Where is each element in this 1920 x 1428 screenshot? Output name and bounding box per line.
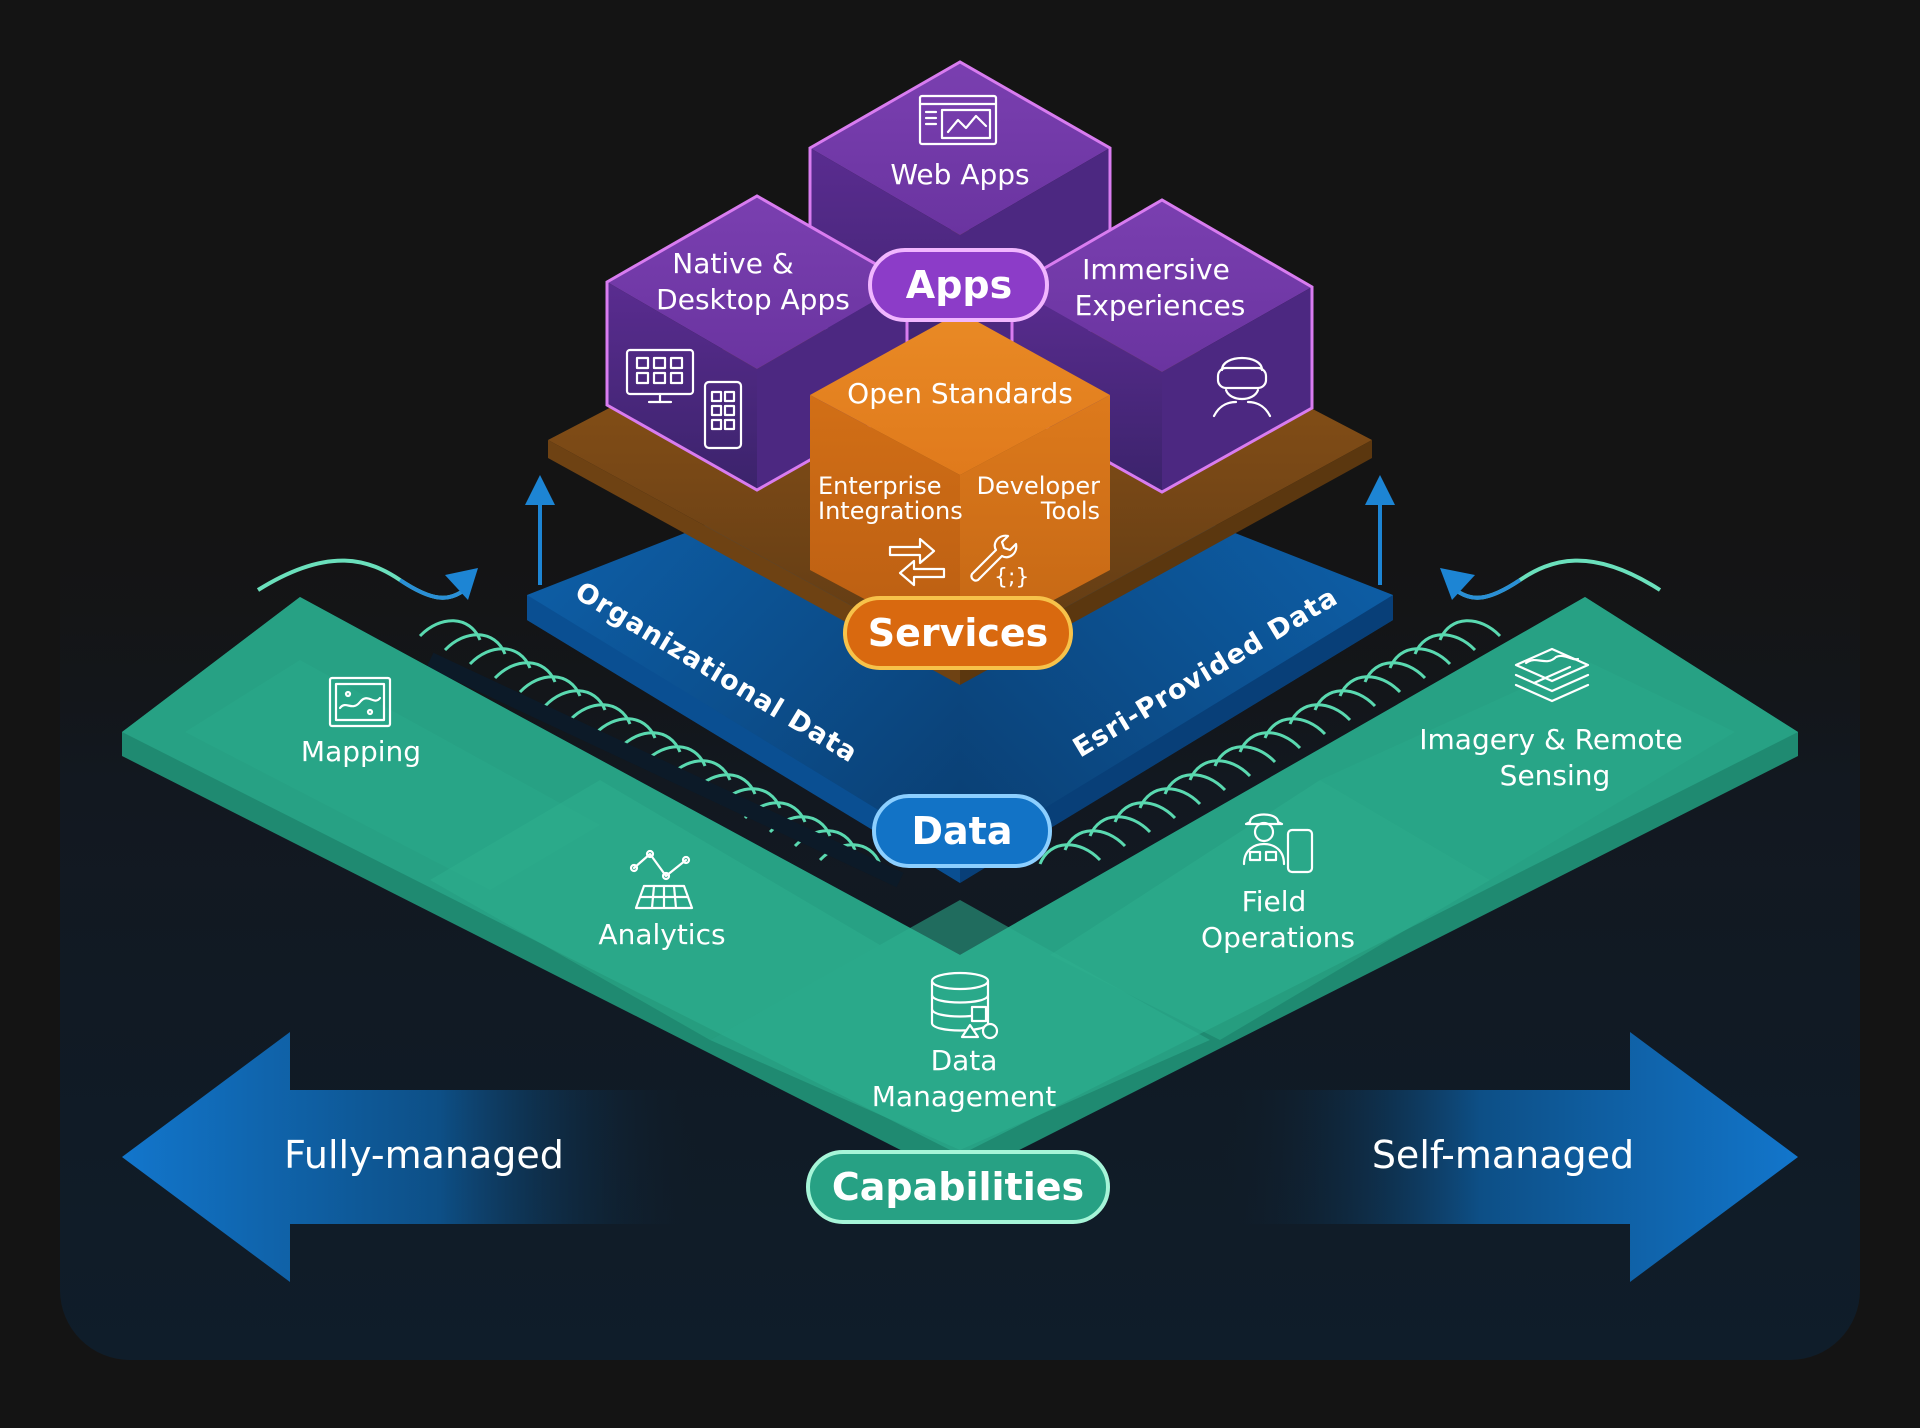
line-chart-grid-icon [629, 849, 694, 910]
immersive-label-line1: Immersive [1082, 253, 1230, 286]
analytics-label: Analytics [598, 918, 725, 951]
fully-managed-arrow [122, 1032, 700, 1282]
svg-text:Services: Services [868, 611, 1049, 655]
swap-arrows-icon [888, 537, 946, 587]
developer-tools-line2: Tools [1040, 497, 1100, 525]
self-managed-arrow [1220, 1032, 1798, 1282]
flow-wave-left [256, 558, 478, 600]
layered-imagery-icon [1514, 647, 1590, 703]
imagery-label-line2: Sensing [1500, 759, 1611, 792]
database-shapes-icon [930, 971, 999, 1040]
field-worker-phone-icon [1242, 813, 1314, 874]
field-operations-line2: Operations [1201, 921, 1355, 954]
up-arrow-right [1365, 475, 1395, 585]
wrench-code-icon: {;} [970, 534, 1029, 590]
self-managed-label: Self-managed [1372, 1133, 1634, 1177]
services-cube [810, 312, 1110, 650]
capabilities-layer [122, 597, 1798, 1180]
vr-headset-person-icon [1212, 357, 1272, 418]
svg-text:{;}: {;} [994, 565, 1029, 590]
enterprise-integrations-line1: Enterprise [818, 472, 941, 500]
native-apps-label-line1: Native & [672, 247, 793, 280]
svg-text:Data: Data [912, 809, 1013, 853]
data-pill: Data [872, 794, 1052, 868]
up-arrow-left [525, 475, 555, 585]
native-apps-label-line2: Desktop Apps [656, 283, 850, 316]
web-map-window-icon [918, 94, 998, 146]
svg-text:Apps: Apps [906, 263, 1012, 307]
apps-pill: Apps [868, 248, 1049, 322]
data-connector-coils-right [1038, 619, 1502, 865]
data-connector-coils-left [418, 619, 904, 888]
web-apps-label: Web Apps [890, 158, 1029, 191]
services-pill: Services [843, 596, 1073, 670]
capabilities-pill: Capabilities [806, 1150, 1110, 1224]
data-management-line1: Data [931, 1044, 998, 1077]
data-management-line2: Management [872, 1080, 1056, 1113]
imagery-label-line1: Imagery & Remote [1419, 723, 1682, 756]
field-operations-line1: Field [1242, 885, 1307, 918]
fully-managed-label: Fully-managed [284, 1133, 564, 1177]
desktop-and-tablet-icon [625, 348, 743, 450]
svg-text:Capabilities: Capabilities [832, 1165, 1084, 1209]
immersive-label-line2: Experiences [1075, 289, 1246, 322]
enterprise-integrations-line2: Integrations [818, 497, 963, 525]
open-standards-label: Open Standards [847, 377, 1073, 410]
developer-tools-line1: Developer [977, 472, 1101, 500]
map-icon [328, 676, 392, 728]
mapping-label: Mapping [301, 735, 421, 768]
flow-wave-right [1440, 558, 1662, 600]
